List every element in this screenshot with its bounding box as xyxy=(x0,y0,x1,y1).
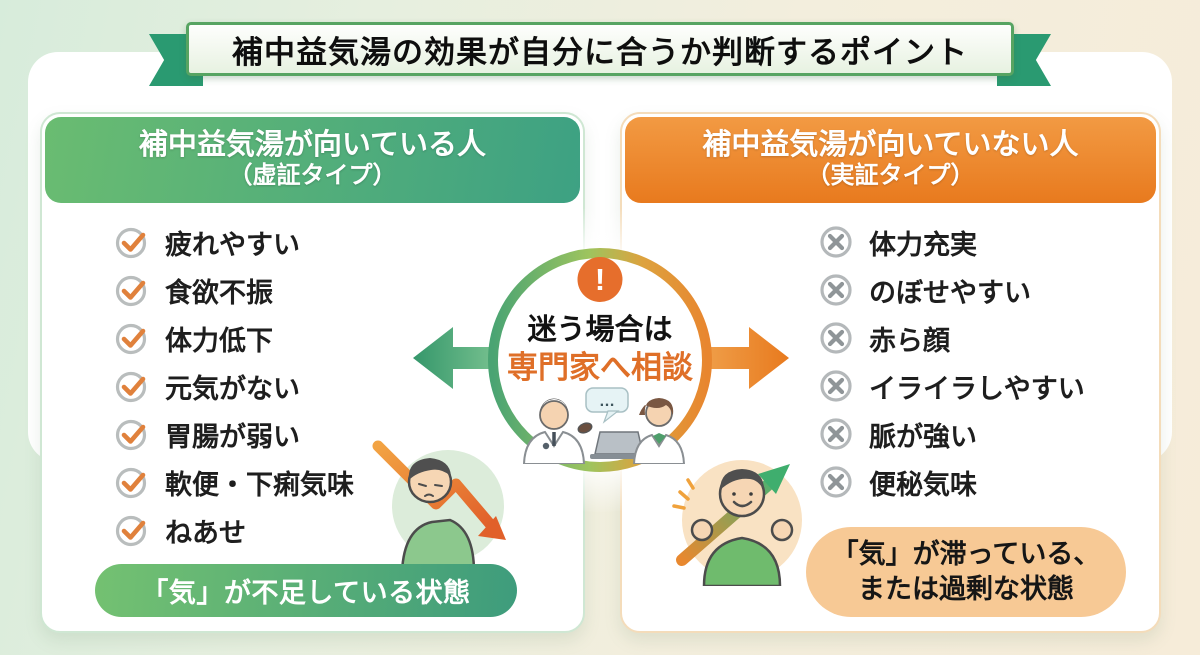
check-icon xyxy=(114,272,150,308)
unsuitable-header-line2: （実証タイプ） xyxy=(806,161,975,189)
qi-excess-line1: 「気」が滞っている、 xyxy=(831,538,1101,569)
tired-person-illustration xyxy=(372,440,506,572)
symptom-label: ねあせ xyxy=(165,517,246,548)
energetic-person-illustration xyxy=(672,460,802,586)
suitable-header-line1: 補中益気湯が向いている人 xyxy=(138,129,487,162)
check-icon xyxy=(114,224,150,260)
qi-deficiency-label: 「気」が不足している状態 xyxy=(95,564,517,617)
consult-circle: ! 迷う場合は 専門家へ相談 … xyxy=(486,246,714,474)
unsuitable-header-line1: 補中益気湯が向いていない人 xyxy=(702,129,1079,162)
check-icon xyxy=(114,416,150,452)
suitable-header-line2: （虚証タイプ） xyxy=(228,161,397,189)
symptom-item: イライラしやすい xyxy=(818,362,1085,410)
symptom-label: イライラしやすい xyxy=(869,373,1085,404)
symptom-item: 疲れやすい xyxy=(114,218,354,266)
symptom-item: ねあせ xyxy=(114,506,354,554)
cross-icon xyxy=(818,368,854,404)
symptom-item: 軟便・下痢気味 xyxy=(114,458,354,506)
consult-text-line1: 迷う場合は xyxy=(527,314,673,346)
symptom-label: のぼせやすい xyxy=(869,277,1031,308)
cross-icon xyxy=(818,416,854,452)
check-icon xyxy=(114,512,150,548)
symptom-item: 胃腸が弱い xyxy=(114,410,354,458)
symptom-label: 体力充実 xyxy=(869,229,977,260)
symptom-item: 便秘気味 xyxy=(818,458,1085,506)
symptom-label: 便秘気味 xyxy=(869,469,977,500)
symptom-item: 脈が強い xyxy=(818,410,1085,458)
check-icon xyxy=(114,464,150,500)
cross-icon xyxy=(818,224,854,260)
title-banner: 補中益気湯の効果が自分に合うか判断するポイント xyxy=(186,22,1014,76)
arrow-right-icon xyxy=(699,327,789,389)
check-icon xyxy=(114,368,150,404)
symptom-label: 胃腸が弱い xyxy=(165,421,300,452)
suitable-symptom-list: 疲れやすい 食欲不振 体力低 xyxy=(114,218,354,554)
arrow-left-icon xyxy=(413,327,503,389)
symptom-item: 体力低下 xyxy=(114,314,354,362)
symptom-item: 赤ら顔 xyxy=(818,314,1085,362)
alert-icon: ! xyxy=(577,257,623,302)
page-title: 補中益気湯の効果が自分に合うか判断するポイント xyxy=(232,34,968,70)
symptom-item: のぼせやすい xyxy=(818,266,1085,314)
speech-bubble-dots: … xyxy=(599,393,615,410)
consultation-illustration: … xyxy=(522,387,686,464)
qi-excess-label: 「気」が滞っている、 または過剰な状態 xyxy=(806,527,1126,617)
symptom-label: 食欲不振 xyxy=(165,277,273,308)
symptom-label: 元気がない xyxy=(165,373,300,404)
suitable-panel-header: 補中益気湯が向いている人 （虚証タイプ） xyxy=(45,117,580,203)
symptom-label: 脈が強い xyxy=(869,421,977,452)
cross-icon xyxy=(818,320,854,356)
symptom-label: 赤ら顔 xyxy=(869,325,950,356)
symptom-item: 体力充実 xyxy=(818,218,1085,266)
symptom-label: 疲れやすい xyxy=(165,229,300,260)
symptom-label: 軟便・下痢気味 xyxy=(165,469,354,500)
unsuitable-symptom-list: 体力充実 のぼせやすい 赤ら xyxy=(818,218,1085,506)
cross-icon xyxy=(818,464,854,500)
check-icon xyxy=(114,320,150,356)
cross-icon xyxy=(818,272,854,308)
symptom-item: 元気がない xyxy=(114,362,354,410)
symptom-item: 食欲不振 xyxy=(114,266,354,314)
qi-excess-line2: または過剰な状態 xyxy=(858,574,1074,604)
unsuitable-panel-header: 補中益気湯が向いていない人 （実証タイプ） xyxy=(625,117,1156,203)
symptom-label: 体力低下 xyxy=(165,325,273,356)
consult-text-line2: 専門家へ相談 xyxy=(507,350,693,385)
